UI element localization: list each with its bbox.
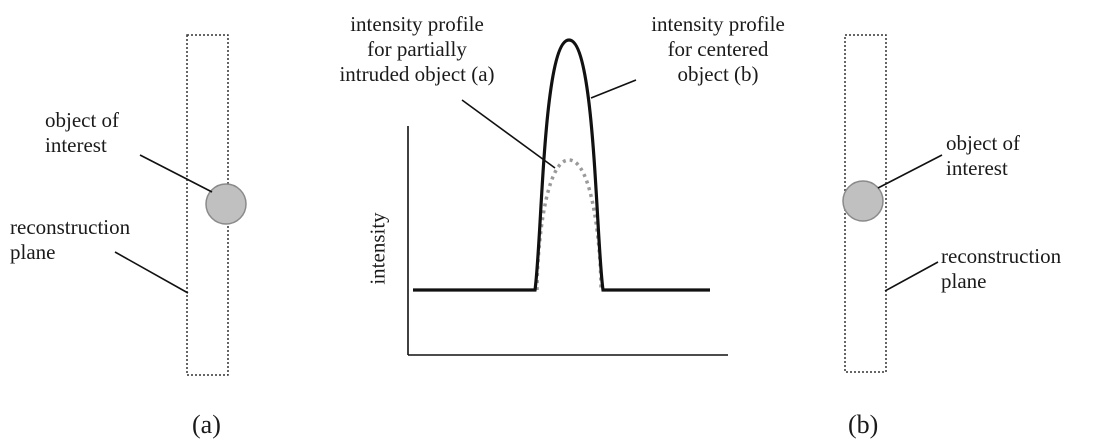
- caption-b: (b): [848, 410, 879, 439]
- profile-partially-intruded: [535, 158, 603, 291]
- plane-label-b: reconstruction plane: [941, 244, 1061, 294]
- object-label-a-line1: object of: [45, 108, 120, 132]
- profile-centered: [413, 38, 710, 292]
- object-of-interest-a: [205, 183, 247, 225]
- object-label-b: object of interest: [946, 131, 1020, 181]
- reconstruction-plane-a: [186, 34, 229, 376]
- label-partial-line1: intensity profile: [350, 12, 484, 36]
- label-centered-line1: intensity profile: [651, 12, 785, 36]
- centered-profile-leader: [590, 79, 637, 99]
- plane-leader-b: [884, 261, 939, 292]
- plane-label-b-line2: plane: [941, 269, 987, 293]
- object-label-b-line1: object of: [946, 131, 1021, 155]
- label-partial-profile: intensity profile for partially intruded…: [297, 12, 537, 87]
- label-centered-line3: object (b): [677, 62, 759, 86]
- plane-label-a-line1: reconstruction: [10, 215, 131, 239]
- object-label-b-line2: interest: [946, 156, 1008, 180]
- plane-leader-a: [114, 251, 189, 294]
- reconstruction-plane-b: [844, 34, 887, 373]
- object-label-a: object of interest: [45, 108, 119, 158]
- object-label-a-line2: interest: [45, 133, 107, 157]
- caption-a: (a): [192, 410, 221, 439]
- plane-label-b-line1: reconstruction: [941, 244, 1062, 268]
- partial-profile-leader: [461, 99, 556, 169]
- object-of-interest-b: [842, 180, 884, 222]
- label-partial-line2: for partially: [367, 37, 467, 61]
- label-centered-profile: intensity profile for centered object (b…: [618, 12, 818, 87]
- y-axis-label: intensity: [365, 212, 390, 285]
- object-leader-b: [877, 154, 943, 189]
- plane-label-a: reconstruction plane: [10, 215, 130, 265]
- label-centered-line2: for centered: [667, 37, 769, 61]
- label-partial-line3: intruded object (a): [339, 62, 495, 86]
- object-leader-a: [139, 154, 213, 193]
- plane-label-a-line2: plane: [10, 240, 56, 264]
